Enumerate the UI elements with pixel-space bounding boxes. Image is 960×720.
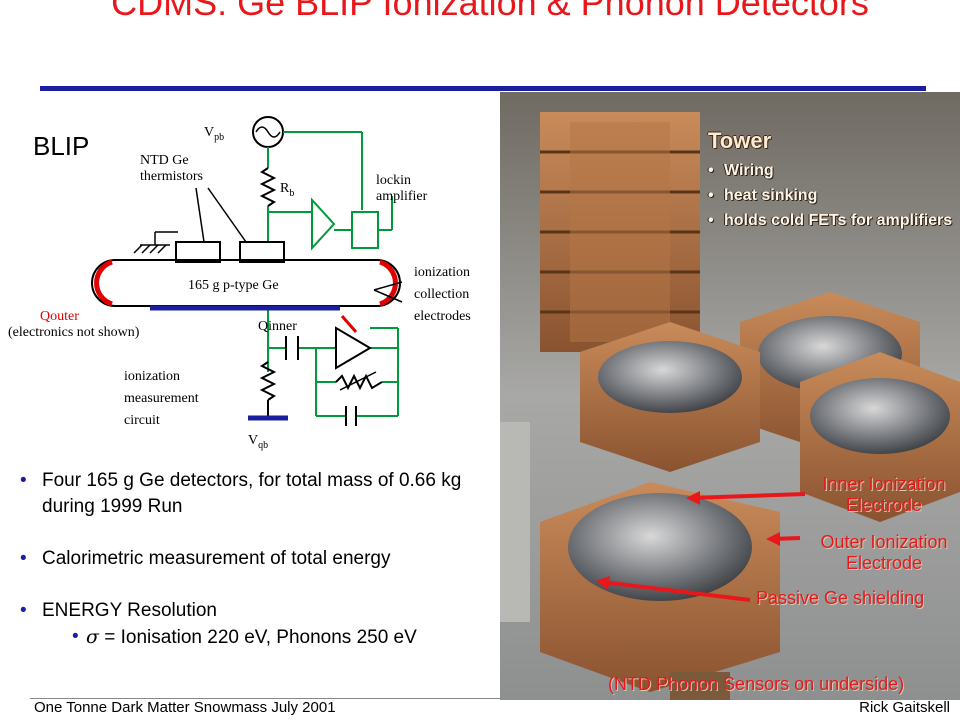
- svg-text:Qouter: Qouter: [40, 309, 79, 324]
- sigma-symbol: σ: [86, 626, 99, 648]
- bullet-item: •Calorimetric measurement of total energ…: [20, 548, 391, 569]
- tower-item: •holds cold FETs for amplifiers: [708, 212, 953, 229]
- svg-text:circuit: circuit: [124, 413, 160, 428]
- svg-text:lockin: lockin: [376, 173, 411, 188]
- vpb-label: Vpb: [204, 125, 224, 143]
- tower-title: Tower: [708, 128, 772, 153]
- svg-text:Qinner: Qinner: [258, 319, 297, 334]
- bullet-item: •ENERGY Resolution: [20, 600, 217, 621]
- tower-item: •heat sinking: [708, 187, 818, 204]
- blip-label: BLIP: [33, 131, 90, 161]
- bias-resistor-icon: [259, 361, 277, 401]
- footer-author: Rick Gaitskell: [859, 699, 950, 716]
- detector-photo-illustration: [500, 92, 960, 700]
- detector-photo: Tower •Wiring •heat sinking •holds cold …: [500, 92, 960, 700]
- svg-text:thermistors: thermistors: [140, 169, 203, 184]
- amplifier-icon: [311, 197, 336, 251]
- circuit-wiring: [267, 131, 399, 417]
- label-inner-electrode: Inner Ionization Electrode: [822, 474, 946, 515]
- footer-left-text: One Tonne Dark Matter Snowmass July 2001: [34, 699, 336, 716]
- svg-text:ionization: ionization: [414, 265, 470, 280]
- bullet-list: •Four 165 g Ge detectors, for total mass…: [20, 468, 490, 651]
- ground-icon: [133, 231, 178, 254]
- svg-text:165 g p-type Ge: 165 g p-type Ge: [188, 278, 279, 293]
- detector-tower: [540, 112, 700, 352]
- feedback-resistor-icon: [335, 373, 383, 391]
- footer-divider: [30, 698, 500, 699]
- label-outer-electrode: Outer Ionization Electrode: [820, 532, 948, 573]
- label-arrows: [596, 491, 806, 602]
- detector-module: [580, 322, 760, 472]
- charge-amplifier-icon: [335, 326, 372, 370]
- lockin-box-icon: [351, 211, 379, 249]
- detector-module: [800, 352, 960, 522]
- svg-text:amplifier: amplifier: [376, 189, 428, 204]
- label-ntd-sensors: (NTD Phonon Sensors on underside): [608, 674, 905, 694]
- tower-list: •Wiring •heat sinking •holds cold FETs f…: [708, 162, 960, 237]
- svg-text:ionization: ionization: [124, 369, 180, 384]
- svg-text:electrodes: electrodes: [414, 309, 471, 324]
- capacitor-icon: [285, 336, 299, 360]
- rb-label: Rb: [280, 181, 294, 199]
- resistor-rb-icon: [259, 167, 277, 207]
- svg-text:(electronics not shown): (electronics not shown): [8, 325, 140, 340]
- svg-text:measurement: measurement: [124, 391, 199, 406]
- title-divider: [40, 86, 926, 91]
- svg-text:NTD Ge: NTD Ge: [140, 153, 189, 168]
- slide-title: CDMS: Ge BLIP Ionization & Phonon Detect…: [111, 0, 869, 23]
- vqb-label: Vqb: [248, 433, 268, 451]
- bullet-item: •Four 165 g Ge detectors, for total mass…: [20, 470, 462, 517]
- svg-text:collection: collection: [414, 287, 469, 302]
- thermistor-left-icon: [175, 241, 221, 263]
- label-passive-shielding: Passive Ge shielding: [756, 588, 925, 608]
- thermistor-right-icon: [239, 241, 285, 263]
- blip-circuit-diagram: Vpb Rb lockin amplifier NTD Ge thermisto…: [8, 116, 471, 451]
- sub-bullet-item: •σ = Ionisation 220 eV, Phonons 250 eV: [72, 626, 417, 648]
- tower-item: •Wiring: [708, 162, 774, 179]
- detector-module-front: [540, 482, 780, 700]
